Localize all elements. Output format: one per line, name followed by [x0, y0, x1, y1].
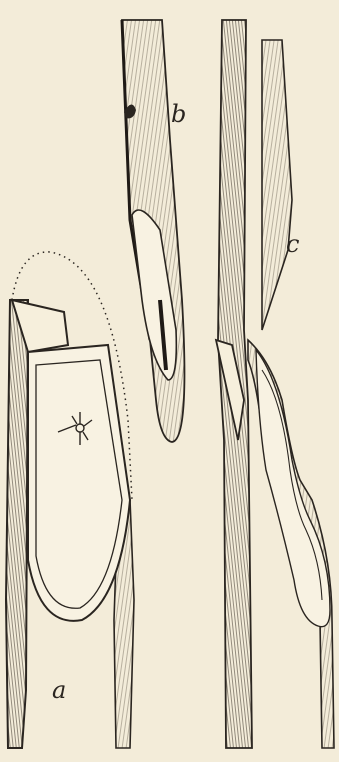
figure-a-stem	[6, 252, 134, 748]
figure-b-scion	[122, 20, 184, 442]
label-a: a	[52, 678, 66, 702]
label-b: b	[171, 102, 186, 126]
figure-c-stem	[216, 20, 334, 748]
label-c: c	[286, 232, 299, 256]
